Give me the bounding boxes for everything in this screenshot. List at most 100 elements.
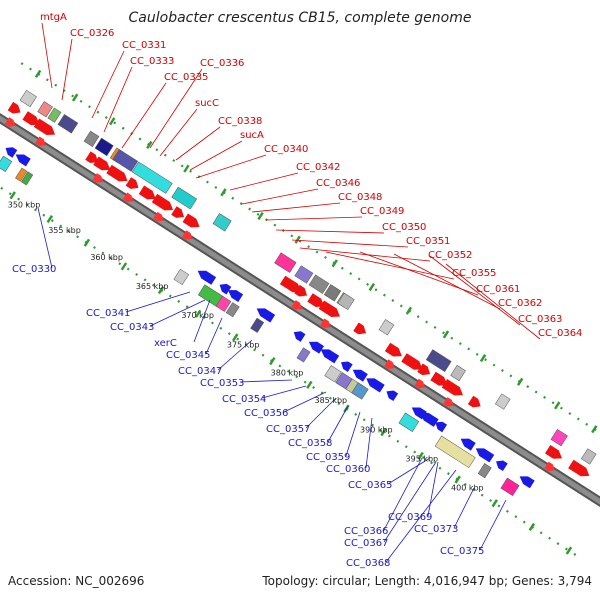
boundary-dash	[368, 283, 376, 292]
gene-arrow	[443, 397, 454, 407]
gene-arrow	[181, 230, 193, 240]
gene-label-forward: CC_0361	[476, 284, 520, 295]
tick-label: 380 kbp	[271, 368, 304, 377]
gene-label-forward: CC_0362	[498, 298, 542, 309]
gene-arrow	[401, 353, 423, 370]
boundary-dash	[109, 117, 116, 126]
gene-block	[173, 268, 190, 286]
boundary-dash	[257, 211, 264, 221]
gene-block	[337, 292, 355, 311]
gene-label-reverse: CC_0347	[178, 366, 222, 377]
gene-arrow	[153, 211, 164, 222]
boundary-dash	[231, 333, 239, 342]
leader-line	[121, 82, 167, 149]
boundary-dash	[331, 259, 338, 268]
gene-block	[494, 393, 511, 410]
boundary-dash	[83, 238, 91, 247]
gene-arrow	[7, 101, 21, 114]
leader-line	[261, 385, 307, 399]
gene-block	[19, 89, 37, 108]
leader-line	[37, 207, 53, 269]
leader-line	[239, 379, 293, 383]
boundary-dash	[34, 69, 42, 78]
gene-label-forward: CC_0338	[218, 116, 262, 127]
gene-arrow	[5, 147, 18, 158]
leader-line	[149, 68, 203, 149]
gene-label-forward: CC_0331	[122, 40, 166, 51]
gene-arrow	[33, 118, 56, 136]
gene-arrow	[256, 308, 276, 323]
gene-arrow	[384, 359, 395, 369]
gene-label-forward: CC_0355	[452, 268, 496, 279]
gene-arrow	[441, 379, 463, 396]
gene-label-reverse: CC_0359	[306, 452, 350, 463]
genome-stats-text: Topology: circular; Length: 4,016,947 bp…	[262, 574, 592, 588]
gene-block	[550, 428, 568, 447]
tick-label: 390 kbp	[360, 425, 393, 434]
gene-arrow	[496, 460, 508, 472]
boundary-dash	[120, 262, 128, 271]
tick-label: 370 kbp	[181, 311, 214, 320]
gene-block	[378, 319, 395, 336]
boundary-dash	[294, 235, 301, 244]
gene-block	[94, 137, 114, 157]
gene-label-reverse: CC_0358	[288, 438, 332, 449]
accession-text: Accession: NC_002696	[8, 574, 145, 588]
boundary-dash	[528, 522, 536, 531]
tick-label: 385 kbp	[315, 396, 348, 405]
tick-label: 395 kbp	[406, 454, 439, 463]
leader-line	[189, 140, 243, 171]
leader-line	[479, 499, 507, 551]
leader-line	[125, 291, 191, 313]
boundary-dash	[380, 428, 387, 437]
leader-line	[91, 50, 125, 119]
gene-arrow	[417, 363, 431, 376]
leader-line	[365, 417, 373, 469]
gene-block	[274, 252, 297, 273]
leader-line	[205, 317, 223, 355]
leader-line	[103, 66, 133, 133]
gene-arrow	[353, 322, 367, 335]
gene-block	[296, 347, 311, 363]
gene-arrow	[294, 284, 308, 297]
gene-arrow	[414, 378, 426, 389]
tick-label: 350 kbp	[8, 200, 41, 209]
leader-line	[383, 457, 423, 531]
boundary-dash	[9, 191, 16, 200]
gene-label-reverse: CC_0330	[12, 264, 56, 275]
gene-label-forward: CC_0351	[406, 236, 450, 247]
leader-line	[453, 487, 475, 529]
gene-arrow	[352, 369, 368, 382]
tick-label: 365 kbp	[136, 282, 169, 291]
gene-arrow	[366, 378, 385, 393]
leader-line	[393, 253, 501, 310]
gene-arrow	[171, 206, 185, 218]
gene-arrow	[291, 300, 303, 310]
leader-line	[429, 255, 521, 326]
leader-line	[387, 457, 431, 485]
gene-label-reverse: CC_0343	[110, 322, 154, 333]
gene-arrow	[4, 117, 16, 127]
leader-line	[251, 202, 341, 213]
boundary-dash	[46, 214, 54, 224]
boundary-dash	[565, 546, 573, 555]
gene-label-reverse: CC_0354	[222, 394, 266, 405]
leader-line	[299, 247, 431, 262]
leader-line	[327, 405, 349, 443]
leader-line	[305, 397, 337, 429]
gene-label-forward: CC_0333	[130, 56, 174, 67]
boundary-dash	[183, 164, 190, 173]
boundary-dash	[516, 377, 524, 386]
leader-line	[445, 263, 541, 340]
gene-arrow	[125, 177, 139, 189]
gene-arrow	[460, 438, 476, 451]
gene-arrow	[307, 293, 325, 308]
gene-label-reverse: xerC	[154, 338, 177, 349]
gene-label-reverse: CC_0368	[346, 558, 390, 569]
gene-arrow	[279, 275, 302, 293]
gene-block	[351, 382, 369, 400]
leader-line	[149, 299, 206, 327]
boundary-dash	[454, 475, 461, 484]
